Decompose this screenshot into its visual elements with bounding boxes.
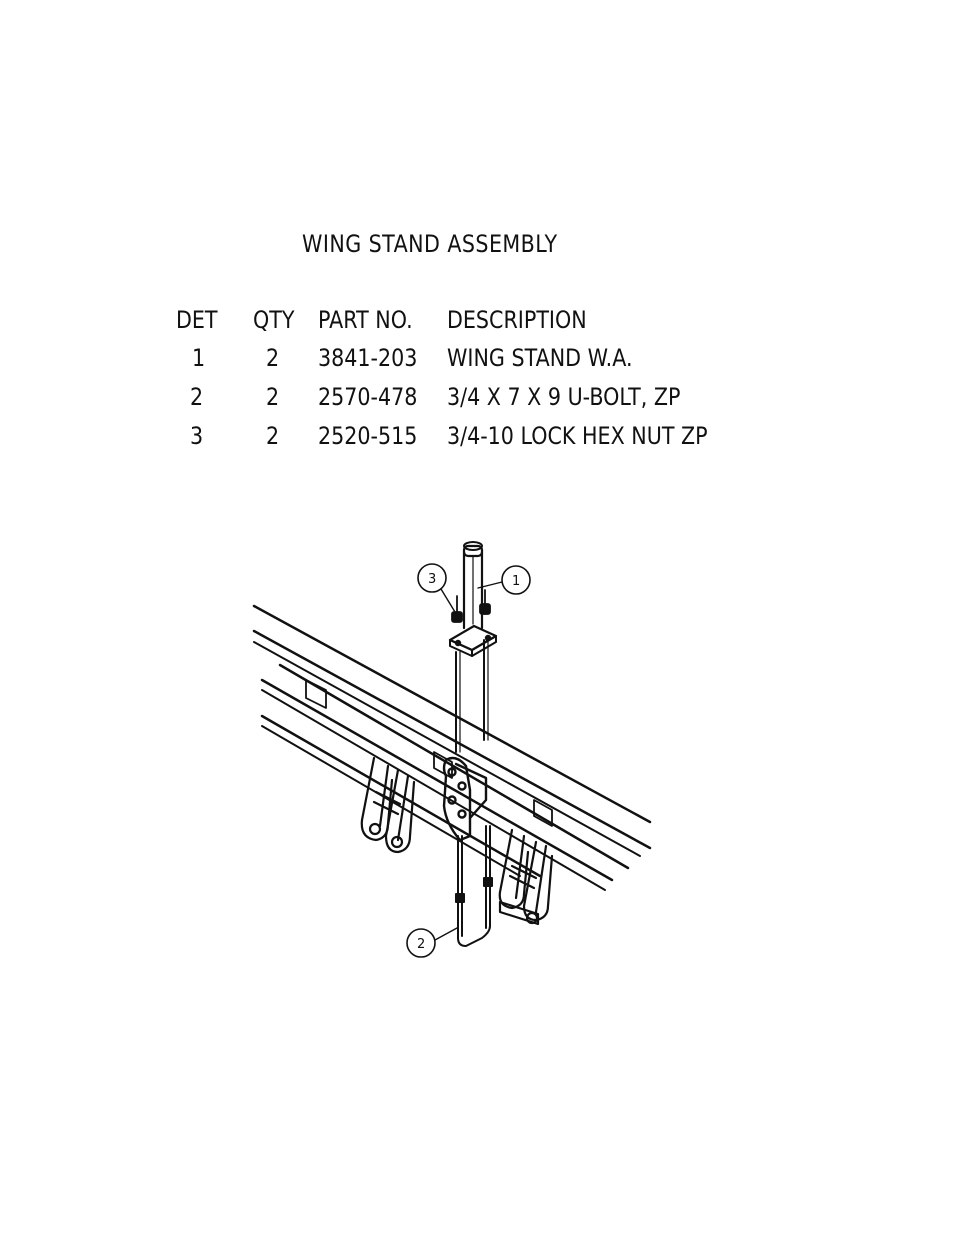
callout-3-label: 3 bbox=[428, 572, 436, 587]
toolbar-beam bbox=[254, 606, 650, 890]
callout-3 bbox=[418, 564, 455, 612]
u-bolt bbox=[456, 826, 492, 946]
callout-2-label: 2 bbox=[417, 937, 425, 952]
callout-1-label: 1 bbox=[512, 574, 520, 589]
lock-hex-nuts bbox=[452, 590, 490, 622]
hitch-bracket-left bbox=[362, 758, 414, 852]
wing-stand-post bbox=[450, 542, 496, 752]
callout-2 bbox=[407, 928, 457, 957]
